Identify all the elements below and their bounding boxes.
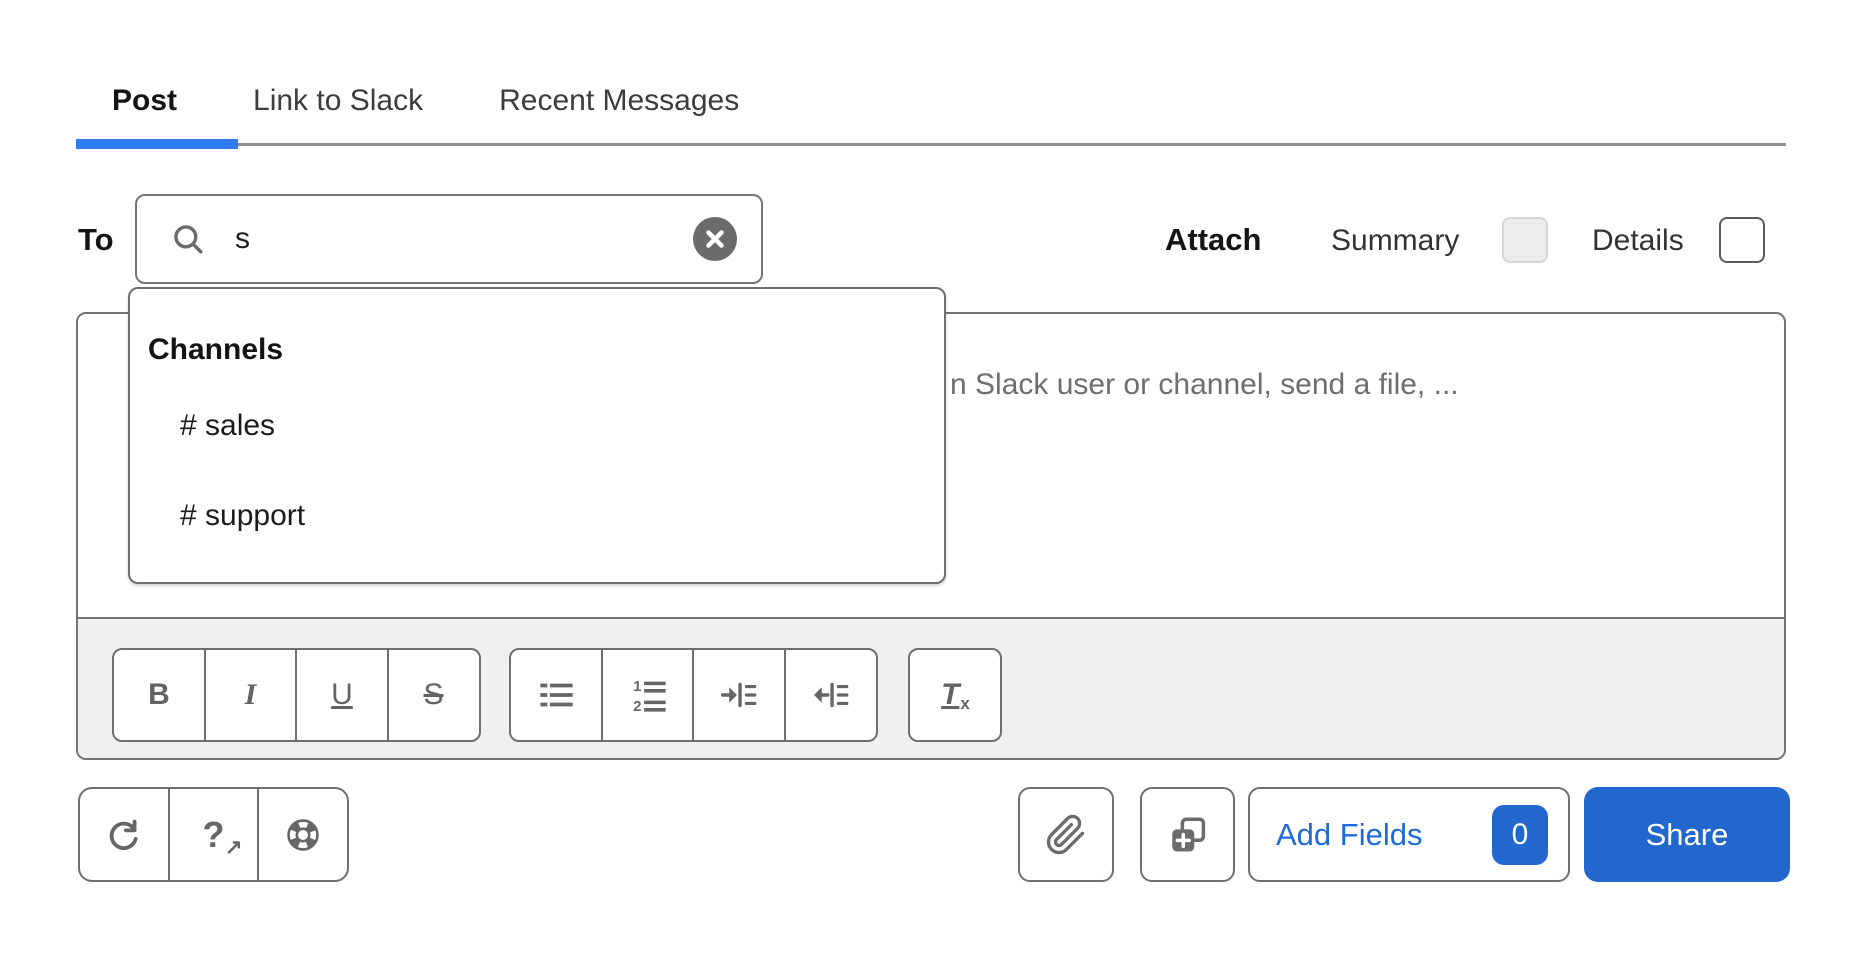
outdent-icon bbox=[813, 682, 848, 708]
summary-checkbox bbox=[1502, 217, 1548, 263]
tab-recent-messages[interactable]: Recent Messages bbox=[499, 83, 740, 117]
redo-icon bbox=[109, 819, 138, 850]
add-fields-count-badge: 0 bbox=[1492, 804, 1548, 865]
bulleted-list-button[interactable] bbox=[509, 648, 603, 742]
suggestion-channel-sales[interactable]: # sales bbox=[180, 409, 276, 442]
clear-format-group: Tx bbox=[908, 648, 1002, 742]
share-button[interactable]: Share bbox=[1584, 787, 1790, 882]
recipient-search-box[interactable] bbox=[135, 194, 763, 284]
close-icon bbox=[706, 230, 724, 248]
support-button[interactable] bbox=[257, 787, 349, 882]
insert-template-button[interactable] bbox=[1140, 787, 1235, 882]
indent-button[interactable] bbox=[692, 648, 786, 742]
recipient-search-input[interactable] bbox=[235, 222, 615, 256]
italic-button[interactable]: I bbox=[203, 648, 298, 742]
underline-icon: U bbox=[331, 678, 353, 711]
add-fields-button[interactable]: Add Fields 0 bbox=[1248, 787, 1570, 882]
indent-icon bbox=[720, 682, 757, 708]
formatting-toolbar: B I U S 1 2 bbox=[78, 617, 1784, 758]
tab-post[interactable]: Post bbox=[112, 83, 178, 117]
search-icon bbox=[174, 225, 203, 254]
add-fields-label: Add Fields bbox=[1276, 816, 1423, 852]
remove-formatting-button[interactable]: Tx bbox=[908, 648, 1002, 742]
message-placeholder: n Slack user or channel, send a file, ..… bbox=[950, 368, 1459, 401]
help-button[interactable]: ?↗ bbox=[167, 787, 260, 882]
bold-button[interactable]: B bbox=[112, 648, 206, 742]
insert-template-icon bbox=[1171, 817, 1205, 851]
list-group: 1 2 bbox=[509, 648, 878, 742]
clear-search-button[interactable] bbox=[693, 217, 737, 261]
details-label: Details bbox=[1592, 224, 1684, 257]
recipient-suggestions-dropdown: Channels # sales # support bbox=[128, 287, 946, 584]
underline-button[interactable]: U bbox=[295, 648, 389, 742]
details-checkbox[interactable] bbox=[1719, 217, 1765, 263]
attach-file-icon bbox=[1046, 814, 1085, 854]
strikethrough-button[interactable]: S bbox=[386, 648, 481, 742]
tab-bar: Post Link to Slack Recent Messages bbox=[76, 58, 1786, 149]
help-icon: ?↗ bbox=[202, 813, 243, 859]
external-arrow-icon: ↗ bbox=[224, 835, 243, 859]
numbered-list-icon: 1 2 bbox=[633, 679, 666, 714]
svg-text:2: 2 bbox=[633, 699, 641, 714]
suggestion-channel-support[interactable]: # support bbox=[180, 499, 306, 532]
tab-link-to-slack[interactable]: Link to Slack bbox=[253, 83, 424, 117]
suggestions-group-label: Channels bbox=[148, 333, 284, 366]
to-label: To bbox=[78, 222, 114, 257]
redo-button[interactable] bbox=[78, 787, 170, 882]
outdent-button[interactable] bbox=[783, 648, 878, 742]
strikethrough-icon: S bbox=[423, 678, 444, 711]
bold-icon: B bbox=[148, 678, 170, 711]
text-style-group: B I U S bbox=[112, 648, 481, 742]
summary-label: Summary bbox=[1331, 224, 1460, 257]
active-tab-underline bbox=[76, 139, 238, 149]
attach-label: Attach bbox=[1165, 222, 1262, 257]
remove-formatting-icon: Tx bbox=[941, 678, 970, 713]
attach-file-button[interactable] bbox=[1018, 787, 1114, 882]
numbered-list-button[interactable]: 1 2 bbox=[600, 648, 695, 742]
italic-icon: I bbox=[244, 678, 257, 711]
support-buoy-icon bbox=[287, 818, 319, 851]
utility-button-group: ?↗ bbox=[78, 787, 349, 882]
bulleted-list-icon bbox=[540, 683, 573, 707]
svg-text:1: 1 bbox=[633, 679, 641, 695]
